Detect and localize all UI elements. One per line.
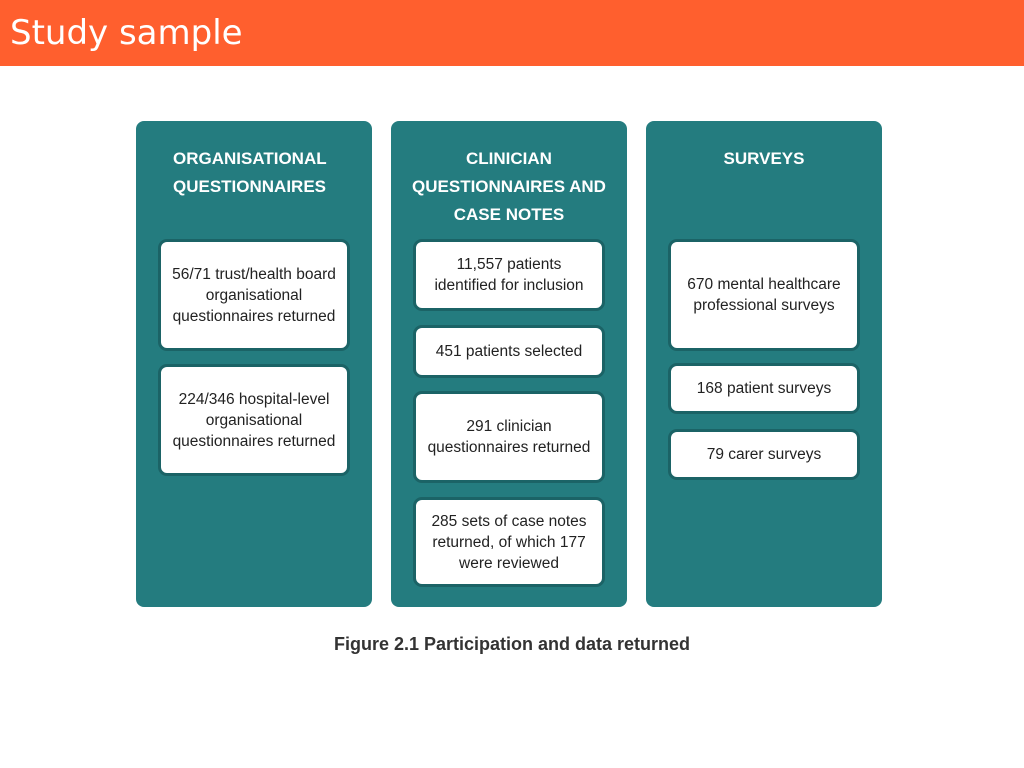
box-patients-selected: 451 patients selected <box>413 325 605 378</box>
slide-title: Study sample <box>10 13 243 53</box>
box-patients-identified: 11,557 patients identified for inclusion <box>413 239 605 311</box>
title-bar: Study sample <box>0 0 1024 66</box>
panel-heading: CLINICIAN QUESTIONNAIRES AND CASE NOTES <box>412 149 606 224</box>
panel-heading: SURVEYS <box>723 149 805 168</box>
box-hospital-questionnaires: 224/346 hospital-level organisational qu… <box>158 364 350 476</box>
panel-organisational-questionnaires: ORGANISATIONAL QUESTIONNAIRES 56/71 trus… <box>136 121 372 607</box>
figure-caption: Figure 2.1 Participation and data return… <box>333 634 691 654</box>
panel-heading: ORGANISATIONAL QUESTIONNAIRES <box>173 149 327 196</box>
box-carer-surveys: 79 carer surveys <box>668 429 860 480</box>
box-trust-questionnaires: 56/71 trust/health board organisational … <box>158 239 350 351</box>
box-case-notes: 285 sets of case notes returned, of whic… <box>413 497 605 587</box>
box-professional-surveys: 670 mental healthcare professional surve… <box>668 239 860 351</box>
box-clinician-questionnaires: 291 clinician questionnaires returned <box>413 391 605 483</box>
panel-surveys: SURVEYS 670 mental healthcare profession… <box>646 121 882 607</box>
box-patient-surveys: 168 patient surveys <box>668 363 860 414</box>
panel-clinician-questionnaires: CLINICIAN QUESTIONNAIRES AND CASE NOTES … <box>391 121 627 607</box>
